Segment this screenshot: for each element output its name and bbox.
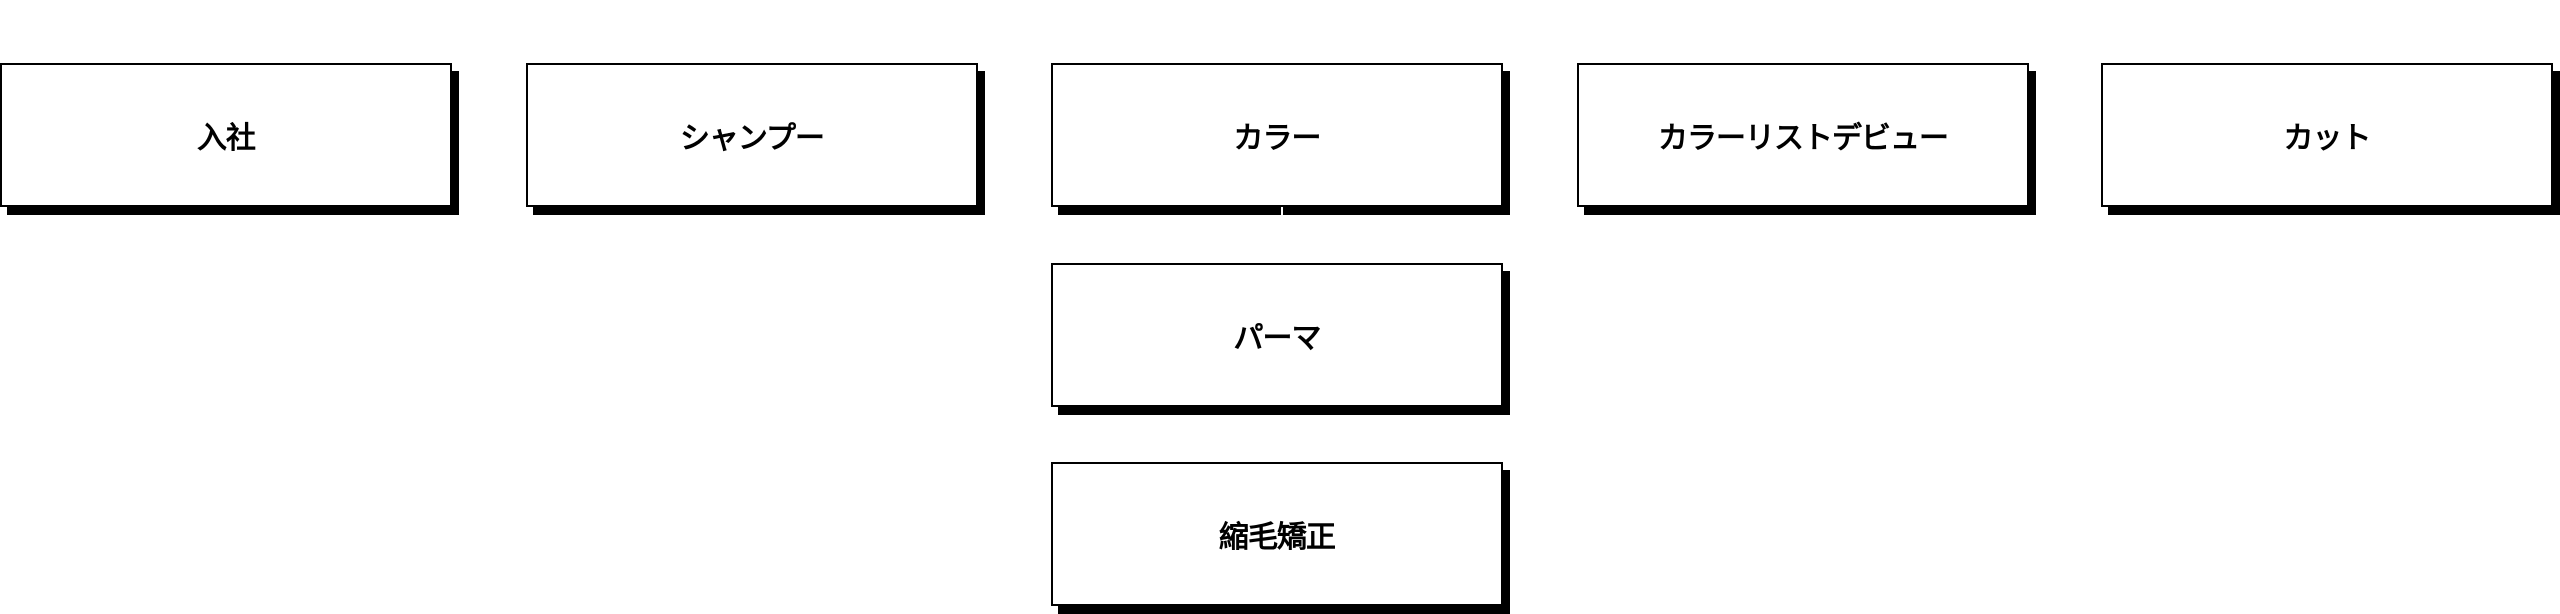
node-label: パーマ (1233, 321, 1322, 356)
node-box: 縮毛矯正 (1051, 462, 1503, 606)
node-label: カラーリストデビュー (1658, 121, 1949, 156)
node-label: シャンプー (679, 121, 825, 156)
node-box: カット (2101, 63, 2553, 207)
node-cut[interactable]: カット (2101, 63, 2560, 215)
node-label: 入社 (197, 121, 256, 156)
node-colorist-debut[interactable]: カラーリストデビュー (1577, 63, 2036, 215)
node-straightening[interactable]: 縮毛矯正 (1051, 462, 1510, 614)
node-label: カラー (1233, 121, 1322, 156)
node-box: カラーリストデビュー (1577, 63, 2029, 207)
node-label: カット (2283, 121, 2372, 156)
connector-gap (1281, 207, 1283, 215)
node-box: 入社 (0, 63, 452, 207)
node-box: パーマ (1051, 263, 1503, 407)
node-label: 縮毛矯正 (1219, 520, 1336, 555)
node-shampoo[interactable]: シャンプー (526, 63, 985, 215)
node-nyusha[interactable]: 入社 (0, 63, 459, 215)
node-color[interactable]: カラー (1051, 63, 1510, 215)
node-box: シャンプー (526, 63, 978, 207)
node-box: カラー (1051, 63, 1503, 207)
node-perm[interactable]: パーマ (1051, 263, 1510, 415)
